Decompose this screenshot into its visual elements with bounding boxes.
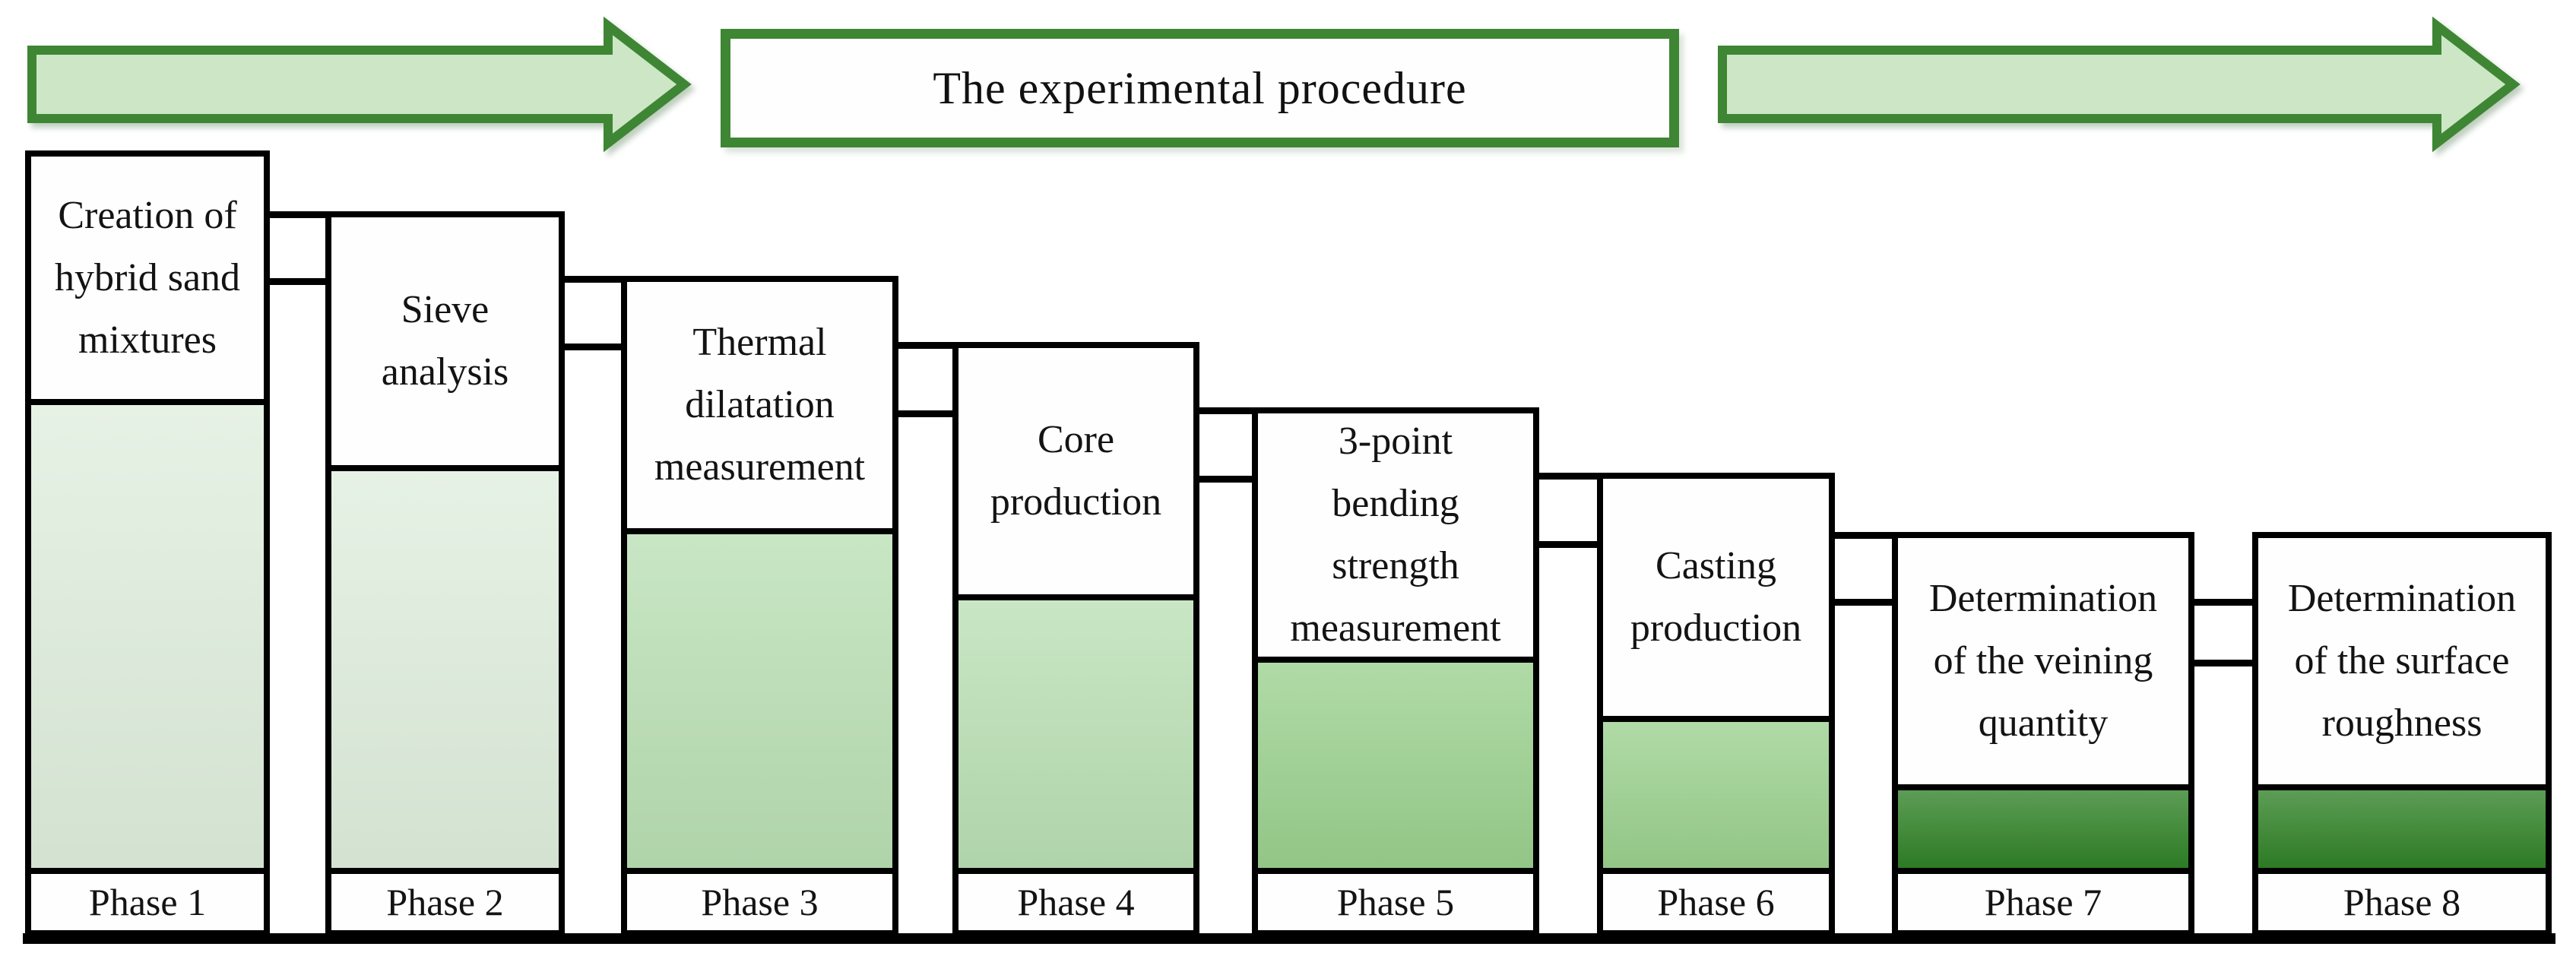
phase-step-text-line: Core — [1037, 418, 1115, 461]
phase-label-1: Phase 1 — [25, 868, 270, 936]
connector-bar — [895, 342, 955, 349]
connector-bar — [1832, 599, 1895, 606]
phase-step-text-line: measurement — [1290, 606, 1501, 650]
phase-step-text-line: Casting — [1656, 544, 1776, 587]
connector-bar — [1536, 473, 1600, 480]
phase-step-textbox-4: Core production — [952, 342, 1199, 600]
phase-step-textbox-7: Determination of the veining quantity — [1892, 532, 2194, 790]
phase-step-text-line: 3-point — [1338, 420, 1453, 463]
phase-step-text-line: strength — [1332, 544, 1459, 587]
phase-label-5: Phase 5 — [1252, 868, 1539, 936]
phase-progress-fill-5 — [1252, 663, 1539, 868]
phase-label-text: Phase 1 — [88, 881, 207, 923]
phase-step-textbox-5: 3-point bending strength measurement — [1252, 407, 1539, 663]
phase-step-text-line: Thermal — [692, 321, 827, 364]
phase-step-text-line: analysis — [381, 350, 509, 394]
phase-label-text: Phase 5 — [1336, 881, 1455, 923]
phase-step-text-line: hybrid sand — [54, 255, 241, 299]
phase-step-text-line: of the surface — [2294, 639, 2510, 682]
phase-label-7: Phase 7 — [1892, 868, 2194, 936]
phase-step-text-line: Creation of — [58, 193, 237, 237]
right-flow-arrow-icon — [1718, 16, 2521, 153]
phase-step-textbox-6: Casting production — [1597, 473, 1835, 722]
connector-bar — [1196, 476, 1255, 483]
phase-progress-fill-4 — [952, 600, 1199, 868]
phase-step-text-line: roughness — [2321, 701, 2483, 745]
phase-progress-fill-3 — [621, 534, 898, 868]
bottom-baseline-rule — [23, 933, 2555, 944]
phase-label-text: Phase 2 — [386, 881, 504, 923]
phase-progress-fill-2 — [325, 471, 565, 868]
phase-label-text: Phase 7 — [1984, 881, 2102, 923]
connector-bar — [562, 344, 624, 350]
phase-progress-fill-7 — [1892, 790, 2194, 868]
phase-step-text-line: measurement — [654, 445, 866, 489]
phase-label-2: Phase 2 — [325, 868, 565, 936]
flow-arrows — [27, 16, 2521, 153]
phase-step-textbox-3: Thermal dilatation measurement — [621, 276, 898, 534]
connector-bar — [267, 211, 328, 218]
phase-step-text-line: mixtures — [78, 318, 217, 362]
phase-step-text-line: Determination — [1928, 577, 2158, 620]
phase-label-text: Phase 6 — [1657, 881, 1775, 923]
connector-bar — [2191, 660, 2255, 666]
phase-progress-fill-6 — [1597, 722, 1835, 868]
phase-step-textbox-2: Sieve analysis — [325, 211, 565, 471]
phase-step-text-line: Sieve — [401, 288, 490, 331]
phase-label-4: Phase 4 — [952, 868, 1199, 936]
phase-step-text-line: dilatation — [685, 383, 835, 426]
phase-label-3: Phase 3 — [621, 868, 898, 936]
phase-step-textbox-8: Determination of the surface roughness — [2252, 532, 2552, 790]
connector-bar — [562, 276, 624, 283]
phase-step-text-line: production — [1630, 606, 1802, 650]
connector-bar — [895, 410, 955, 417]
left-flow-arrow-icon — [27, 16, 692, 153]
connector-bar — [2191, 599, 2255, 606]
procedure-title: The experimental procedure — [933, 62, 1467, 113]
phase-step-text-line: bending — [1332, 482, 1459, 525]
phase-label-text: Phase 8 — [2343, 881, 2461, 923]
phase-step-textbox-1: Creation of hybrid sand mixtures — [25, 150, 270, 405]
connector-bar — [1196, 407, 1255, 414]
connector-bar — [267, 278, 328, 285]
phase-label-8: Phase 8 — [2252, 868, 2552, 936]
connector-bar — [1536, 541, 1600, 548]
phase-step-text-line: quantity — [1978, 701, 2109, 745]
procedure-title-box: The experimental procedure — [721, 29, 1679, 147]
phase-step-text-line: production — [990, 480, 1162, 524]
phase-progress-fill-8 — [2252, 790, 2552, 868]
phase-label-text: Phase 3 — [701, 881, 819, 923]
connector-bar — [1832, 532, 1895, 539]
phase-step-text-line: Determination — [2287, 577, 2517, 620]
phase-label-text: Phase 4 — [1017, 881, 1135, 923]
phase-progress-fill-1 — [25, 405, 270, 868]
phase-label-6: Phase 6 — [1597, 868, 1835, 936]
phase-step-text-line: of the veining — [1933, 639, 2153, 682]
